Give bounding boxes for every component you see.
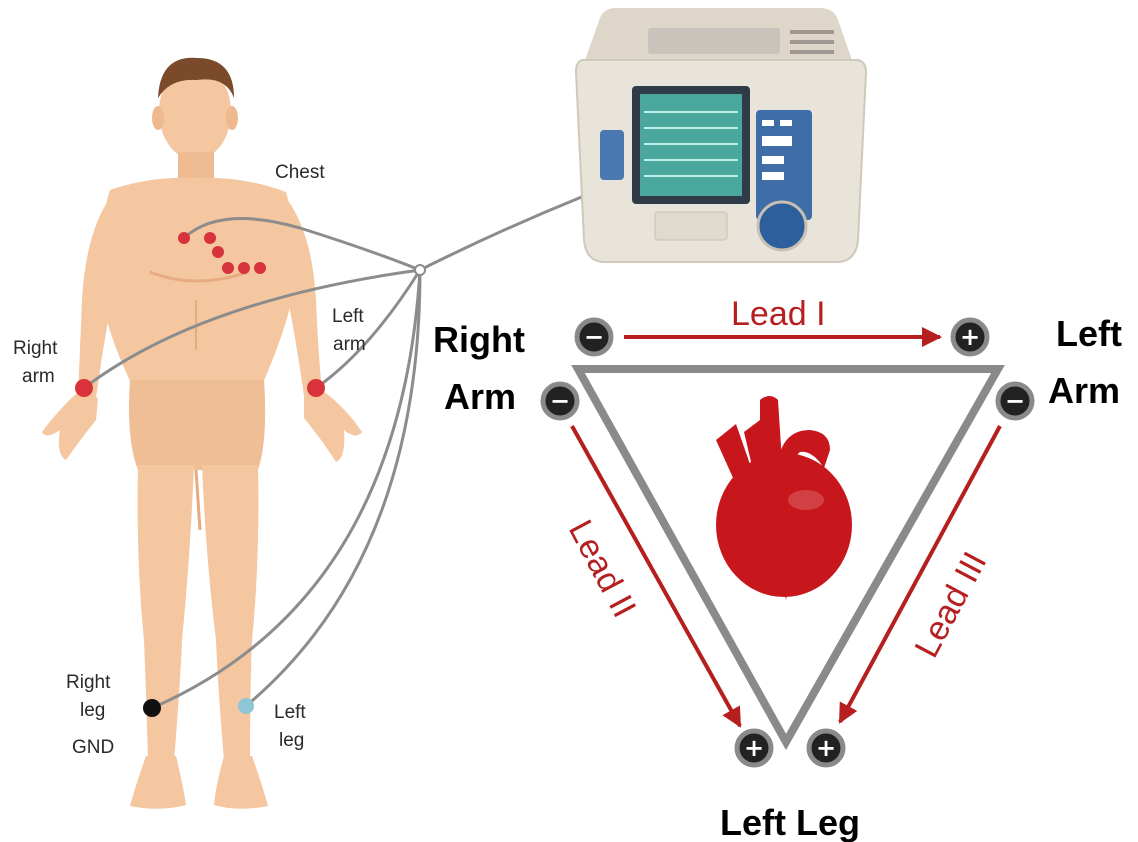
right-arm-label-line1: Right bbox=[13, 338, 58, 359]
terminal-right-arm-lead2: − bbox=[543, 384, 577, 418]
chest-electrode bbox=[222, 262, 234, 274]
chest-electrode bbox=[238, 262, 250, 274]
right-leg-label-line2: leg bbox=[80, 700, 105, 721]
right-leg-label-line1: Right bbox=[66, 672, 111, 693]
terminal-left-arm-lead3: − bbox=[998, 384, 1032, 418]
right-arm-label-line2: arm bbox=[22, 366, 55, 387]
negative-sign: − bbox=[1005, 387, 1025, 415]
right-arm-title-line1: Right bbox=[433, 319, 525, 360]
gnd-label: GND bbox=[72, 737, 114, 758]
left-arm-label-line2: arm bbox=[333, 334, 366, 355]
left-arm-electrode bbox=[307, 379, 325, 397]
right-arm-title-line2: Arm bbox=[444, 376, 516, 417]
left-arm-title-line2: Arm bbox=[1048, 370, 1120, 411]
terminal-left-leg-lead3: + bbox=[809, 731, 843, 765]
positive-sign: + bbox=[960, 323, 980, 351]
chest-electrode bbox=[212, 246, 224, 258]
left-arm-title-line1: Left bbox=[1056, 313, 1122, 354]
terminal-left-leg-lead2: + bbox=[737, 731, 771, 765]
chest-electrode bbox=[254, 262, 266, 274]
left-leg-electrode bbox=[238, 698, 254, 714]
ecg-monitor-icon bbox=[576, 8, 866, 262]
left-leg-label-line2: leg bbox=[279, 730, 304, 751]
chest-label: Chest bbox=[275, 162, 325, 183]
positive-sign: + bbox=[816, 734, 836, 762]
left-leg-label-line1: Left bbox=[274, 702, 306, 723]
right-leg-electrode bbox=[143, 699, 161, 717]
negative-sign: − bbox=[550, 387, 570, 415]
terminal-left-arm-lead1: + bbox=[953, 320, 987, 354]
terminal-right-arm-lead1: − bbox=[577, 320, 611, 354]
negative-sign: − bbox=[584, 323, 604, 351]
positive-sign: + bbox=[744, 734, 764, 762]
heart-icon bbox=[716, 396, 852, 600]
right-arm-electrode bbox=[75, 379, 93, 397]
chest-electrode bbox=[178, 232, 190, 244]
left-arm-label-line1: Left bbox=[332, 306, 364, 327]
left-leg-title: Left Leg bbox=[720, 802, 860, 842]
lead-1-label: Lead I bbox=[731, 295, 826, 333]
lead-3-label: Lead III bbox=[908, 546, 995, 664]
chest-electrode bbox=[204, 232, 216, 244]
